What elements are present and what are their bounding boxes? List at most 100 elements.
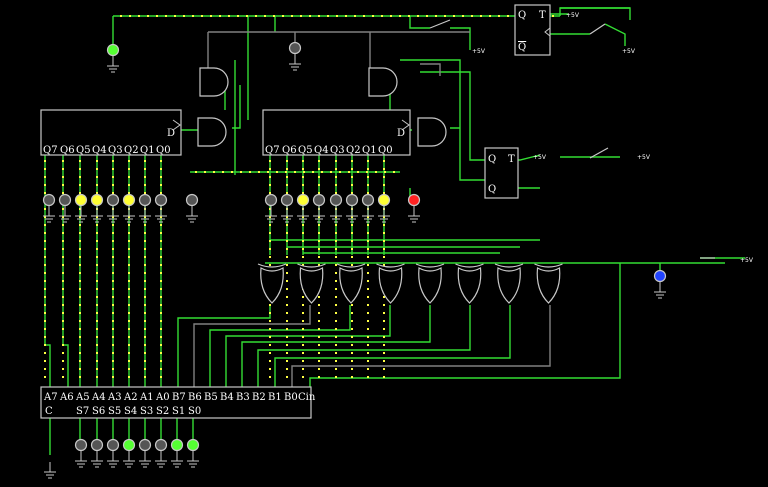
current-dot	[302, 184, 304, 186]
register-right-out-q6: Q6	[282, 145, 297, 156]
current-dot	[62, 280, 64, 282]
and-gate-clock-right	[417, 117, 447, 147]
switches[interactable]	[429, 19, 715, 259]
current-dot	[231, 171, 233, 173]
supply-xor-bus-label: +5V	[740, 257, 754, 264]
current-dot	[79, 168, 81, 170]
current-dot	[354, 15, 356, 17]
leds	[42, 41, 667, 452]
current-dot	[222, 171, 224, 173]
current-dot	[79, 312, 81, 314]
current-dot	[128, 248, 130, 250]
current-dot	[128, 184, 130, 186]
current-dot	[302, 224, 304, 226]
current-dot	[367, 352, 369, 354]
current-dot	[165, 15, 167, 17]
current-dot	[269, 232, 271, 234]
current-dot	[62, 272, 64, 274]
current-dot	[286, 272, 288, 274]
current-dot	[144, 312, 146, 314]
adder-input-b1: B1	[268, 392, 282, 403]
current-dot	[302, 232, 304, 234]
adder-input-a1: A1	[139, 392, 154, 403]
current-dot	[79, 368, 81, 370]
current-dot	[351, 376, 353, 378]
current-dot	[96, 376, 98, 378]
current-dot	[335, 296, 337, 298]
current-dot	[79, 280, 81, 282]
current-dot	[144, 368, 146, 370]
current-dot	[128, 328, 130, 330]
current-dot	[112, 272, 114, 274]
current-dot	[144, 280, 146, 282]
current-dot	[286, 328, 288, 330]
current-dot	[96, 232, 98, 234]
register-left-led-4	[106, 193, 120, 207]
current-dot	[318, 15, 320, 17]
current-dot	[44, 344, 46, 346]
register-right-led-6	[361, 193, 375, 207]
current-dot	[345, 15, 347, 17]
current-dot	[286, 216, 288, 218]
register-right-out-q7: Q7	[265, 145, 280, 156]
current-dot	[96, 224, 98, 226]
current-dot	[302, 248, 304, 250]
current-dot	[321, 171, 323, 173]
current-dot	[201, 15, 203, 17]
current-dot	[367, 168, 369, 170]
adder-sum-led-1	[90, 438, 104, 452]
register-left-clock-label: D	[167, 128, 175, 139]
current-dot	[128, 224, 130, 226]
ground-right-3	[313, 206, 325, 223]
current-dot	[160, 256, 162, 258]
current-dot	[273, 15, 275, 17]
current-dot	[507, 15, 509, 17]
current-dot	[44, 352, 46, 354]
ground-xor-control	[654, 282, 666, 299]
current-dot	[62, 224, 64, 226]
current-dot	[351, 240, 353, 242]
current-dot	[366, 171, 368, 173]
current-dot	[302, 344, 304, 346]
current-dot	[286, 320, 288, 322]
current-dot	[79, 160, 81, 162]
current-dot	[219, 15, 221, 17]
register-left-out-q5: Q5	[76, 145, 91, 156]
current-dot	[128, 376, 130, 378]
current-dot	[128, 280, 130, 282]
grounds	[43, 54, 666, 479]
current-dot	[79, 336, 81, 338]
current-dot	[318, 232, 320, 234]
xor-gate-5	[455, 263, 484, 304]
current-dot	[318, 320, 320, 322]
current-dot	[79, 232, 81, 234]
current-dot	[335, 328, 337, 330]
current-dot	[128, 192, 130, 194]
current-dot	[351, 360, 353, 362]
ground-sum-6	[171, 451, 183, 468]
flipflop-top-supply-switch: +5V	[622, 48, 636, 55]
current-dot	[44, 232, 46, 234]
register-right-out-q3: Q3	[330, 145, 345, 156]
current-dot	[383, 368, 385, 370]
current-dot	[367, 224, 369, 226]
adder-input-a6: A6	[59, 392, 74, 403]
current-dot	[62, 184, 64, 186]
register-right-led-1	[280, 193, 294, 207]
current-dot	[286, 344, 288, 346]
current-dot	[62, 296, 64, 298]
ground-sum-0	[75, 451, 87, 468]
current-dot	[96, 192, 98, 194]
current-dot	[112, 352, 114, 354]
current-dot	[367, 312, 369, 314]
current-dot	[160, 280, 162, 282]
current-dot	[417, 15, 419, 17]
current-dot	[62, 376, 64, 378]
adder-input-a7: A7	[43, 392, 58, 403]
current-dot	[269, 256, 271, 258]
current-dot	[183, 15, 185, 17]
current-dot	[312, 171, 314, 173]
current-dot	[44, 288, 46, 290]
current-dot	[367, 216, 369, 218]
